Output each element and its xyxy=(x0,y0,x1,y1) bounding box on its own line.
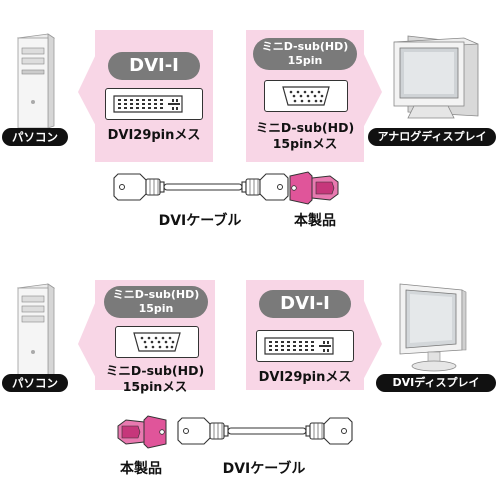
top-right-caption-line2: 15pinメス xyxy=(272,136,338,151)
top-right-caption-line1: ミニD-sub(HD) xyxy=(255,120,355,135)
desktop-pc-icon xyxy=(16,33,56,129)
bottom-cable-label: DVIケーブル xyxy=(222,461,306,477)
desktop-pc-icon xyxy=(16,283,56,379)
top-cable-label: DVIケーブル xyxy=(158,213,242,229)
top-right-title: ミニD-sub(HD) 15pin xyxy=(253,38,357,70)
lcd-monitor-icon xyxy=(399,283,467,372)
crt-monitor-icon xyxy=(393,35,479,119)
vga-port-icon xyxy=(264,80,348,112)
top-right-pink-arrow xyxy=(362,50,382,130)
bottom-left-title: ミニD-sub(HD) 15pin xyxy=(104,286,208,318)
top-left-pink-arrow xyxy=(78,50,98,130)
top-right-device-label: アナログディスプレイ xyxy=(368,128,496,146)
top-left-caption: DVI29pinメス xyxy=(107,128,201,143)
bottom-left-device-label: パソコン xyxy=(2,374,68,392)
top-left-device-label: パソコン xyxy=(2,128,68,146)
bottom-left-pink-arrow xyxy=(78,296,98,382)
top-right-title-line2: 15pin xyxy=(287,54,323,67)
dvi-port-icon xyxy=(256,330,354,362)
dvi-cable-icon xyxy=(177,417,353,445)
bottom-left-caption-line1: ミニD-sub(HD) xyxy=(105,363,205,378)
top-right-title-line1: ミニD-sub(HD) xyxy=(261,40,349,53)
bottom-right-device-label: DVIディスプレイ xyxy=(376,374,496,392)
top-product-label: 本製品 xyxy=(294,213,336,229)
bottom-left-title-line2: 15pin xyxy=(138,302,174,315)
bottom-right-title: DVI-I xyxy=(259,290,351,318)
bottom-right-pink-arrow xyxy=(362,296,382,382)
bottom-product-label: 本製品 xyxy=(120,461,162,477)
adapter-icon xyxy=(289,171,339,205)
dvi-cable-icon xyxy=(113,173,289,201)
bottom-left-caption-line2: 15pinメス xyxy=(122,379,188,394)
adapter-icon xyxy=(117,415,167,449)
dvi-port-icon xyxy=(105,88,203,120)
bottom-left-title-line1: ミニD-sub(HD) xyxy=(112,288,200,301)
bottom-right-caption: DVI29pinメス xyxy=(258,370,352,385)
top-left-title: DVI-I xyxy=(108,52,200,80)
vga-port-icon xyxy=(115,326,199,358)
